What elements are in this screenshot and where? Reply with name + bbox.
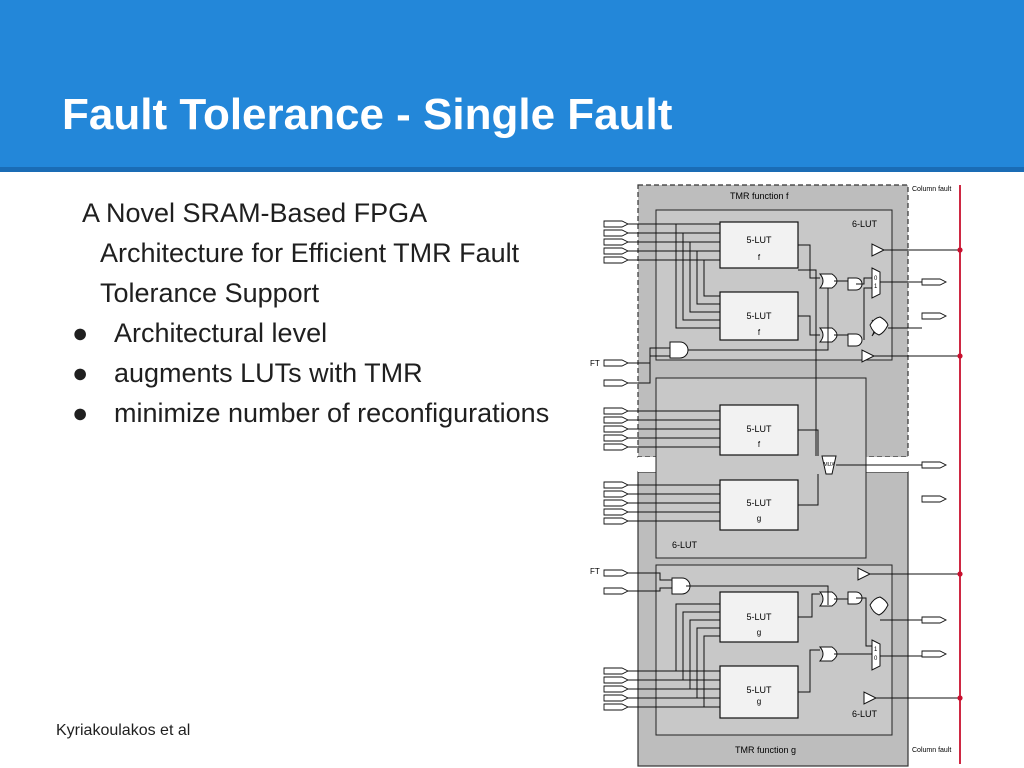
bullet-dot-icon: ● <box>72 398 89 428</box>
bullet-text: augments LUTs with TMR <box>114 358 423 388</box>
input-wires <box>628 223 720 708</box>
intro-text: A Novel SRAM-Based FPGA Architecture for… <box>82 198 520 308</box>
lut5-block: 5-LUT g <box>719 479 799 531</box>
fault-junction-dots <box>957 247 963 701</box>
lut5-func: g <box>757 628 761 637</box>
citation-footer: Kyriakoulakos et al <box>56 722 191 739</box>
slide-body: A Novel SRAM-Based FPGA Architecture for… <box>62 193 562 433</box>
input-arrows <box>603 220 630 711</box>
column-fault-label: Column fault <box>912 747 951 754</box>
mux-icon <box>871 639 881 671</box>
lut5-block: 5-LUT f <box>719 221 799 269</box>
bullet-list: ● Architectural level ● augments LUTs with… <box>62 313 562 433</box>
slide-header <box>0 0 1024 167</box>
tmr-f-label: TMR function f <box>730 191 789 201</box>
and-gate-icon <box>669 341 689 359</box>
output-arrows <box>921 278 948 658</box>
bullet-item: ● minimize number of reconfigurations <box>62 393 562 433</box>
bullet-text: Architectural level <box>114 318 328 348</box>
mux-icon <box>871 267 881 299</box>
lut5-func: g <box>757 514 761 523</box>
lut5-label: 5-LUT <box>746 311 772 321</box>
lut5-label: 5-LUT <box>746 612 772 622</box>
lut5-label: 5-LUT <box>746 424 772 434</box>
lut5-label: 5-LUT <box>746 685 772 695</box>
mux-input-label: 0 <box>874 276 878 282</box>
lut5-func: f <box>758 253 761 262</box>
lut5-block: 5-LUT f <box>719 291 799 341</box>
mux-icon <box>821 455 837 475</box>
bullet-dot-icon: ● <box>72 358 89 388</box>
lut5-block: 5-LUT f <box>719 404 799 456</box>
ft-label: FT <box>590 567 600 576</box>
lut6-bottom-label: 6-LUT <box>852 709 878 719</box>
mux-input-label: 1 <box>874 647 878 653</box>
lut6-middle-label: 6-LUT <box>672 540 698 550</box>
mux-middle-label: MUX <box>823 462 835 468</box>
lut5-func: f <box>758 440 761 449</box>
column-fault-label: Column fault <box>912 186 951 193</box>
mux-input-label: 0 <box>874 656 878 662</box>
bullet-dot-icon: ● <box>72 318 89 348</box>
lut6-top-label: 6-LUT <box>852 219 878 229</box>
bullet-text: minimize number of reconfigurations <box>114 398 550 428</box>
lut5-func: f <box>758 328 761 337</box>
bullet-item: ● Architectural level <box>62 313 562 353</box>
header-divider <box>0 167 1024 172</box>
buffer-icons <box>857 243 886 705</box>
bullet-item: ● augments LUTs with TMR <box>62 353 562 393</box>
lut5-block: 5-LUT g <box>719 591 799 643</box>
lut5-block: 5-LUT g <box>719 665 799 719</box>
lut5-func: g <box>757 697 761 706</box>
lut5-label: 5-LUT <box>746 235 772 245</box>
logic-gates <box>818 273 889 662</box>
tmr-lut-diagram: TMR function f TMR function g 6-LUT 6-LU… <box>590 184 963 767</box>
tmr-g-label: TMR function g <box>735 745 796 755</box>
lut5-label: 5-LUT <box>746 498 772 508</box>
slide-title: Fault Tolerance - Single Fault <box>62 90 673 139</box>
and-gate-icon <box>671 577 691 595</box>
output-wires <box>686 244 960 699</box>
ft-label: FT <box>590 359 600 368</box>
mux-input-label: 1 <box>874 284 878 290</box>
